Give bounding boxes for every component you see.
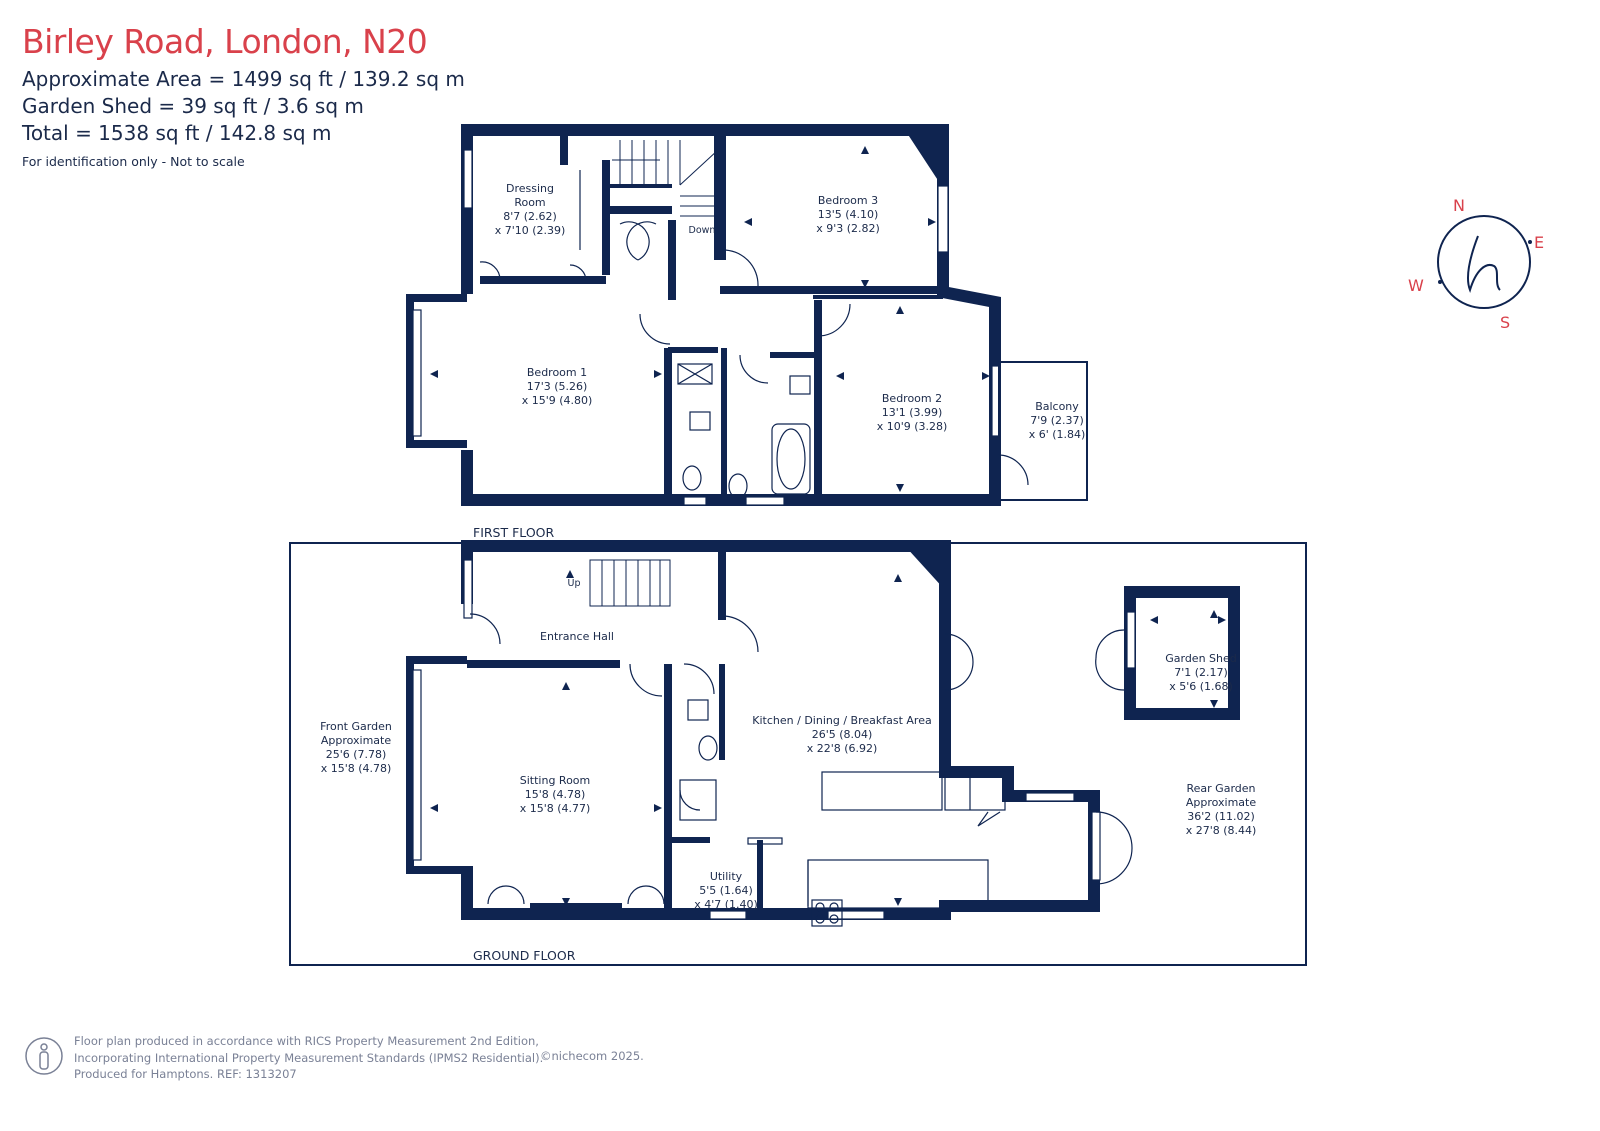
stairs-up-label: Up xyxy=(568,578,581,589)
footer-line-3: Produced for Hamptons. REF: 1313207 xyxy=(74,1067,297,1081)
compass-north: N xyxy=(1453,196,1465,215)
front-garden-dim: 25'6 (7.78) xyxy=(326,748,387,761)
bedroom1-dim-2: x 15'9 (4.80) xyxy=(522,394,593,407)
compass-south: S xyxy=(1500,313,1510,332)
ground-floor-walls xyxy=(406,540,1100,920)
rear-garden-dim: 36'2 (11.02) xyxy=(1187,810,1255,823)
garden-shed-area: Garden Shed = 39 sq ft / 3.6 sq m xyxy=(22,94,364,118)
rear-garden-dim-2: x 27'8 (8.44) xyxy=(1186,824,1257,837)
first-floor-doors xyxy=(479,170,1029,486)
first-floor-sanitary xyxy=(677,363,811,499)
balcony-name: Balcony xyxy=(1035,400,1079,413)
front-garden-dim-2: x 15'8 (4.78) xyxy=(321,762,392,775)
ground-floor-windows xyxy=(412,559,1136,920)
entrance-hall-name: Entrance Hall xyxy=(540,630,614,643)
balcony-dim-2: x 6' (1.84) xyxy=(1029,428,1086,441)
bedroom1-dim: 17'3 (5.26) xyxy=(527,380,588,393)
sitting-room-name: Sitting Room xyxy=(520,774,591,787)
ground-floor-doors xyxy=(469,613,1133,905)
bedroom3-name: Bedroom 3 xyxy=(818,194,878,207)
dressing-room-name-2: Room xyxy=(514,196,545,209)
footer-brand: ©nichecom 2025. xyxy=(540,1049,644,1063)
balcony-dim: 7'9 (2.37) xyxy=(1030,414,1084,427)
bedroom2-dim: 13'1 (3.99) xyxy=(882,406,943,419)
dimension-arrows xyxy=(430,146,1226,906)
dressing-room-dim-2: x 7'10 (2.39) xyxy=(495,224,566,237)
disclaimer-note: For identification only - Not to scale xyxy=(22,154,245,169)
compass: N E S W xyxy=(1408,196,1544,332)
compass-east: E xyxy=(1534,233,1544,252)
rear-garden-approx: Approximate xyxy=(1186,796,1256,809)
kitchen-dim-2: x 22'8 (6.92) xyxy=(807,742,878,755)
kitchen-dim: 26'5 (8.04) xyxy=(812,728,873,741)
plot-boundary xyxy=(289,542,1307,966)
front-garden-name: Front Garden xyxy=(320,720,392,733)
footer-line-2: Incorporating International Property Mea… xyxy=(74,1050,544,1065)
garden-shed-dim-2: x 5'6 (1.68) xyxy=(1169,680,1233,693)
kitchen-name: Kitchen / Dining / Breakfast Area xyxy=(752,714,931,727)
bedroom3-dim: 13'5 (4.10) xyxy=(818,208,879,221)
logo-h-icon xyxy=(1467,235,1501,294)
front-garden-approx: Approximate xyxy=(321,734,391,747)
approximate-area: Approximate Area = 1499 sq ft / 139.2 sq… xyxy=(22,67,465,91)
rear-garden-name: Rear Garden xyxy=(1187,782,1256,795)
first-floor-windows xyxy=(412,149,1001,506)
bedroom3-dim-2: x 9'3 (2.82) xyxy=(816,222,880,235)
compass-west: W xyxy=(1408,276,1424,295)
stairs-down-label: Down xyxy=(689,225,716,236)
first-floor-label: FIRST FLOOR xyxy=(473,525,554,540)
ground-floor-label: GROUND FLOOR xyxy=(473,948,576,963)
first-floor-walls xyxy=(406,124,1001,506)
dressing-room-name: Dressing xyxy=(506,182,554,195)
utility-dim: 5'5 (1.64) xyxy=(699,884,753,897)
kitchen-units xyxy=(679,699,1006,927)
footer-credits: Floor plan produced in accordance with R… xyxy=(74,1033,543,1083)
sitting-room-dim: 15'8 (4.78) xyxy=(525,788,586,801)
garden-shed-name: Garden Shed xyxy=(1165,652,1237,665)
room-labels: Dressing Room 8'7 (2.62) x 7'10 (2.39) B… xyxy=(320,182,1256,963)
dressing-room-dim: 8'7 (2.62) xyxy=(503,210,557,223)
garden-shed-dim: 7'1 (2.17) xyxy=(1174,666,1228,679)
page-title: Birley Road, London, N20 xyxy=(22,22,428,61)
balcony-outline xyxy=(998,361,1088,501)
bedroom1-name: Bedroom 1 xyxy=(527,366,587,379)
bedroom2-dim-2: x 10'9 (3.28) xyxy=(877,420,948,433)
ground-floor-stairs xyxy=(589,559,671,607)
bedroom2-name: Bedroom 2 xyxy=(882,392,942,405)
total-area: Total = 1538 sq ft / 142.8 sq m xyxy=(22,121,332,145)
utility-dim-2: x 4'7 (1.40) xyxy=(694,898,758,911)
footer-line-1: Floor plan produced in accordance with R… xyxy=(74,1034,539,1048)
sitting-room-dim-2: x 15'8 (4.77) xyxy=(520,802,591,815)
first-floor-stairs xyxy=(612,140,719,217)
utility-name: Utility xyxy=(710,870,743,883)
info-person-icon xyxy=(25,1037,63,1075)
